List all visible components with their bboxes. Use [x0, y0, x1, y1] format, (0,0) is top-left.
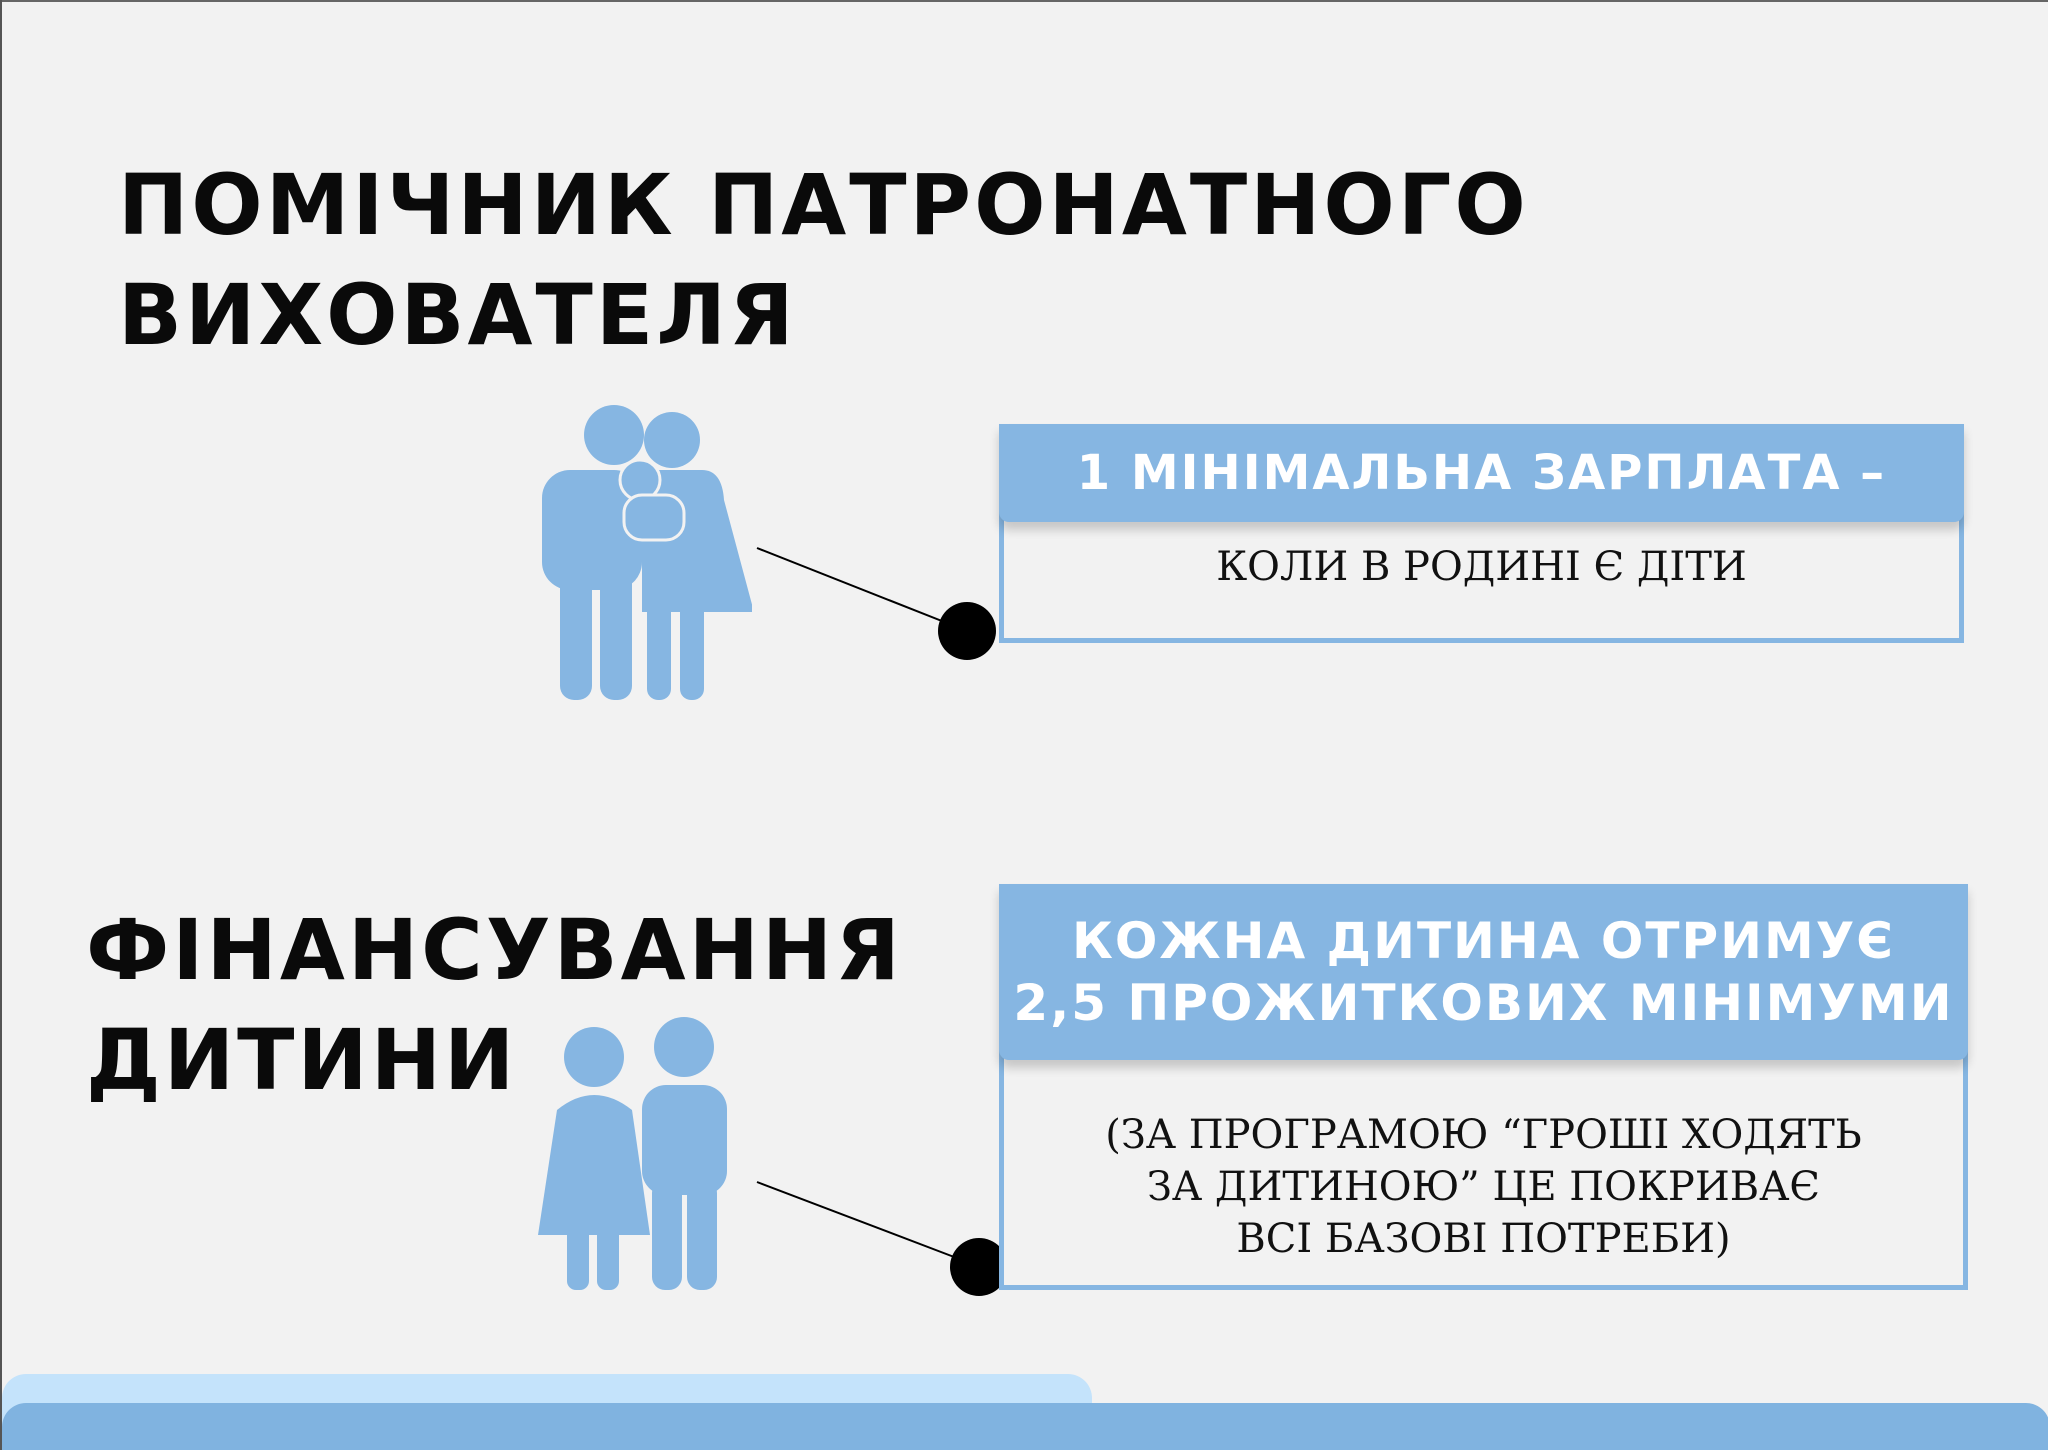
funding-box: КОЖНА ДИТИНА ОТРИМУЄ 2,5 ПРОЖИТКОВИХ МІН… — [999, 884, 1968, 1290]
connector-dot — [950, 1238, 1008, 1296]
section2-title-line1: ФІНАНСУВАННЯ — [86, 901, 903, 999]
section2-title-line2: ДИТИНИ — [86, 1011, 518, 1109]
salary-box-header: 1 МІНІМАЛЬНА ЗАРПЛАТА – — [999, 424, 1964, 522]
footer-bar — [2, 1403, 2048, 1450]
section1-title: ПОМІЧНИК ПАТРОНАТНОГО ВИХОВАТЕЛЯ — [118, 150, 1529, 370]
salary-box-body: КОЛИ В РОДИНІ Є ДІТИ — [1216, 544, 1747, 590]
section1-title-line2: ВИХОВАТЕЛЯ — [118, 266, 797, 364]
connector-dot — [938, 602, 996, 660]
family-icon — [542, 405, 752, 700]
funding-header-line2: 2,5 ПРОЖИТКОВИХ МІНІМУМИ — [1013, 974, 1954, 1032]
funding-box-body: (ЗА ПРОГРАМОЮ “ГРОШІ ХОДЯТЬ ЗА ДИТИНОЮ” … — [1105, 1112, 1862, 1262]
funding-box-header: КОЖНА ДИТИНА ОТРИМУЄ 2,5 ПРОЖИТКОВИХ МІН… — [999, 884, 1968, 1060]
children-icon — [538, 1017, 727, 1290]
funding-header-line1: КОЖНА ДИТИНА ОТРИМУЄ — [1072, 912, 1895, 970]
section2-title: ФІНАНСУВАННЯ ДИТИНИ — [86, 895, 903, 1115]
salary-box: 1 МІНІМАЛЬНА ЗАРПЛАТА – КОЛИ В РОДИНІ Є … — [999, 424, 1964, 643]
top-border — [2, 0, 2048, 2]
section1-title-line1: ПОМІЧНИК ПАТРОНАТНОГО — [118, 156, 1529, 254]
